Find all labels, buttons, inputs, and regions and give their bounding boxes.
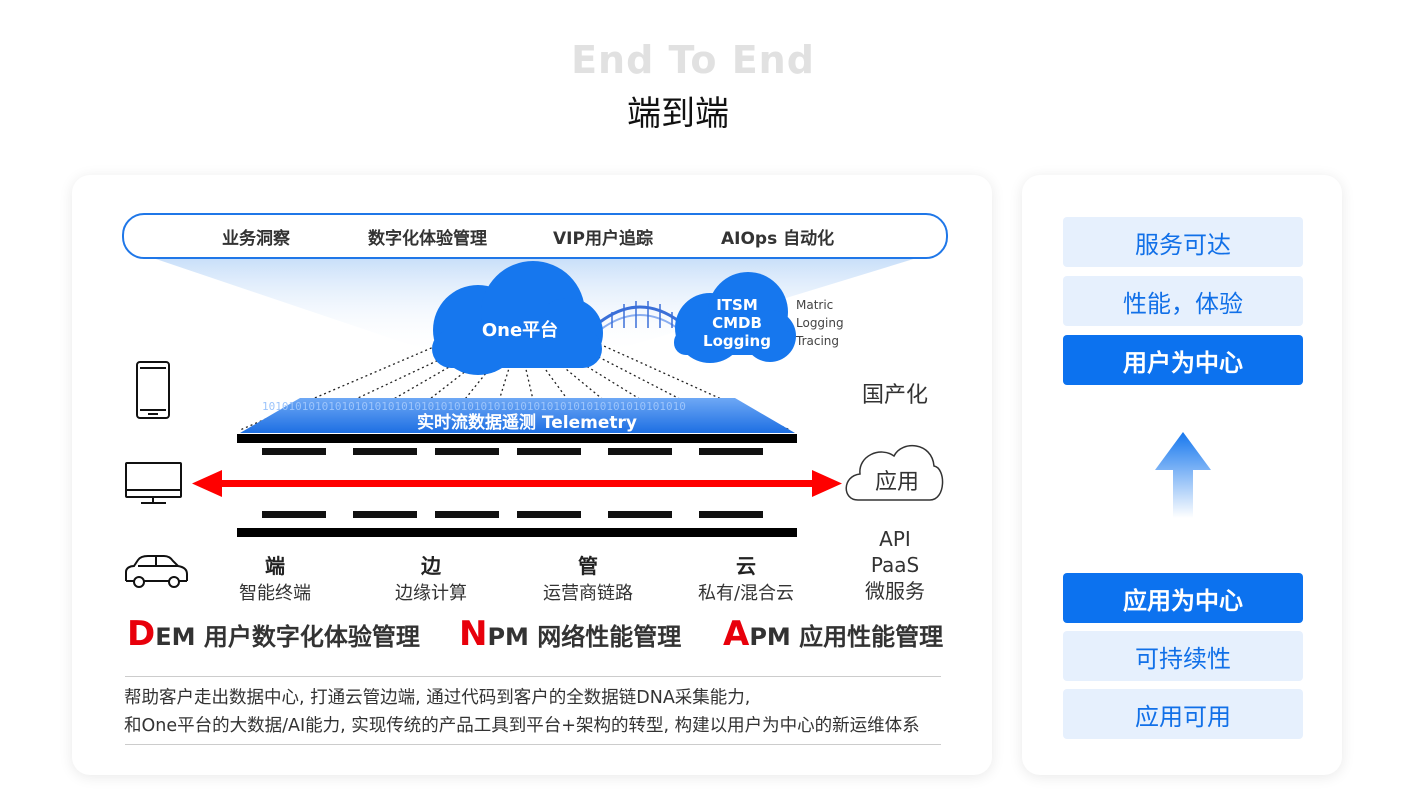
node-cloud: 云 私有/混合云 bbox=[686, 550, 806, 605]
paas-label: PaaS bbox=[870, 553, 920, 577]
phone-icon bbox=[136, 361, 170, 419]
acronym-npm: NPM 网络性能管理 bbox=[459, 614, 681, 654]
side-item-sustainability: 可持续性 bbox=[1063, 631, 1303, 681]
acronym-text: EM 用户数字化体验管理 bbox=[155, 623, 420, 651]
top-item-aiops: AIOps 自动化 bbox=[721, 229, 835, 249]
description-line-2: 和One平台的大数据/AI能力, 实现传统的产品工具到平台+架构的转型, 构建以… bbox=[124, 716, 920, 736]
side-item-app-available: 应用可用 bbox=[1063, 689, 1303, 739]
node-subtitle: 私有/混合云 bbox=[697, 583, 795, 604]
monitor-icon bbox=[125, 462, 182, 504]
desc-bottom-rule bbox=[125, 744, 941, 745]
page-title-english: End To End bbox=[571, 38, 815, 82]
itsm-cloud bbox=[674, 272, 796, 363]
side-item-service-reachable: 服务可达 bbox=[1063, 217, 1303, 267]
app-cloud-outline bbox=[845, 444, 944, 501]
acronym-apm: APM 应用性能管理 bbox=[723, 614, 943, 654]
side-item-user-centric: 用户为中心 bbox=[1063, 335, 1303, 385]
signal-logging: Logging bbox=[796, 316, 844, 330]
node-title: 边 bbox=[421, 554, 441, 578]
ops-label-itsm: ITSM bbox=[716, 296, 758, 314]
node-subtitle: 运营商链路 bbox=[543, 583, 633, 604]
up-arrow-icon bbox=[1155, 432, 1211, 518]
ops-label-cmdb: CMDB bbox=[712, 314, 762, 332]
top-item-business-insight: 业务洞察 bbox=[222, 229, 290, 249]
binary-stream: 1010101010101010101010101010101010101010… bbox=[262, 400, 686, 413]
acronym-dem: DEM 用户数字化体验管理 bbox=[127, 614, 420, 654]
top-item-vip-tracking: VIP用户追踪 bbox=[553, 229, 653, 249]
node-edge: 边 边缘计算 bbox=[381, 550, 481, 605]
acronym-letter: N bbox=[459, 614, 488, 654]
acronym-letter: D bbox=[127, 614, 156, 654]
desc-top-rule bbox=[125, 676, 941, 677]
node-title: 云 bbox=[736, 554, 756, 578]
one-platform-label: One平台 bbox=[481, 320, 559, 341]
acronym-text: PM 应用性能管理 bbox=[749, 623, 944, 651]
node-subtitle: 智能终端 bbox=[239, 583, 311, 604]
layer-dashes-lower bbox=[262, 511, 763, 518]
api-stack-labels: API PaaS 微服务 bbox=[850, 526, 940, 604]
ops-label-logging: Logging bbox=[703, 332, 771, 350]
acronym-letter: A bbox=[723, 614, 750, 654]
node-title: 端 bbox=[265, 554, 285, 578]
capabilities-bar bbox=[122, 213, 948, 259]
layer-dashes-upper bbox=[262, 448, 763, 455]
signal-tracing: Tracing bbox=[796, 334, 840, 348]
top-item-digital-experience: 数字化体验管理 bbox=[368, 229, 487, 249]
bidirectional-arrow bbox=[192, 470, 842, 497]
telemetry-plane bbox=[240, 398, 795, 433]
node-terminal: 端 智能终端 bbox=[225, 550, 325, 605]
node-title: 管 bbox=[578, 554, 598, 578]
description-line-1: 帮助客户走出数据中心, 打通云管边端, 通过代码到客户的全数据链DNA采集能力, bbox=[124, 688, 751, 708]
side-item-app-centric: 应用为中心 bbox=[1063, 573, 1303, 623]
signal-labels: Matric Logging Tracing bbox=[796, 296, 844, 350]
api-label: API bbox=[879, 527, 911, 551]
signal-matric: Matric bbox=[796, 298, 834, 312]
node-subtitle: 边缘计算 bbox=[395, 583, 467, 604]
domestic-label: 国产化 bbox=[861, 383, 928, 408]
app-cloud-label: 应用 bbox=[874, 470, 919, 495]
side-item-performance-experience: 性能，体验 bbox=[1063, 276, 1303, 326]
telemetry-label: 实时流数据遥测 Telemetry bbox=[417, 413, 637, 433]
microservice-label: 微服务 bbox=[865, 579, 925, 603]
layer-bottom-bar bbox=[237, 528, 797, 537]
page-title-chinese: 端到端 bbox=[627, 94, 729, 134]
layer-top-bar bbox=[237, 434, 797, 443]
one-platform-cloud bbox=[432, 261, 603, 375]
node-pipe: 管 运营商链路 bbox=[528, 550, 648, 605]
acronym-text: PM 网络性能管理 bbox=[487, 623, 682, 651]
car-icon bbox=[125, 555, 188, 588]
ops-cloud-labels: ITSM CMDB Logging bbox=[692, 296, 782, 350]
